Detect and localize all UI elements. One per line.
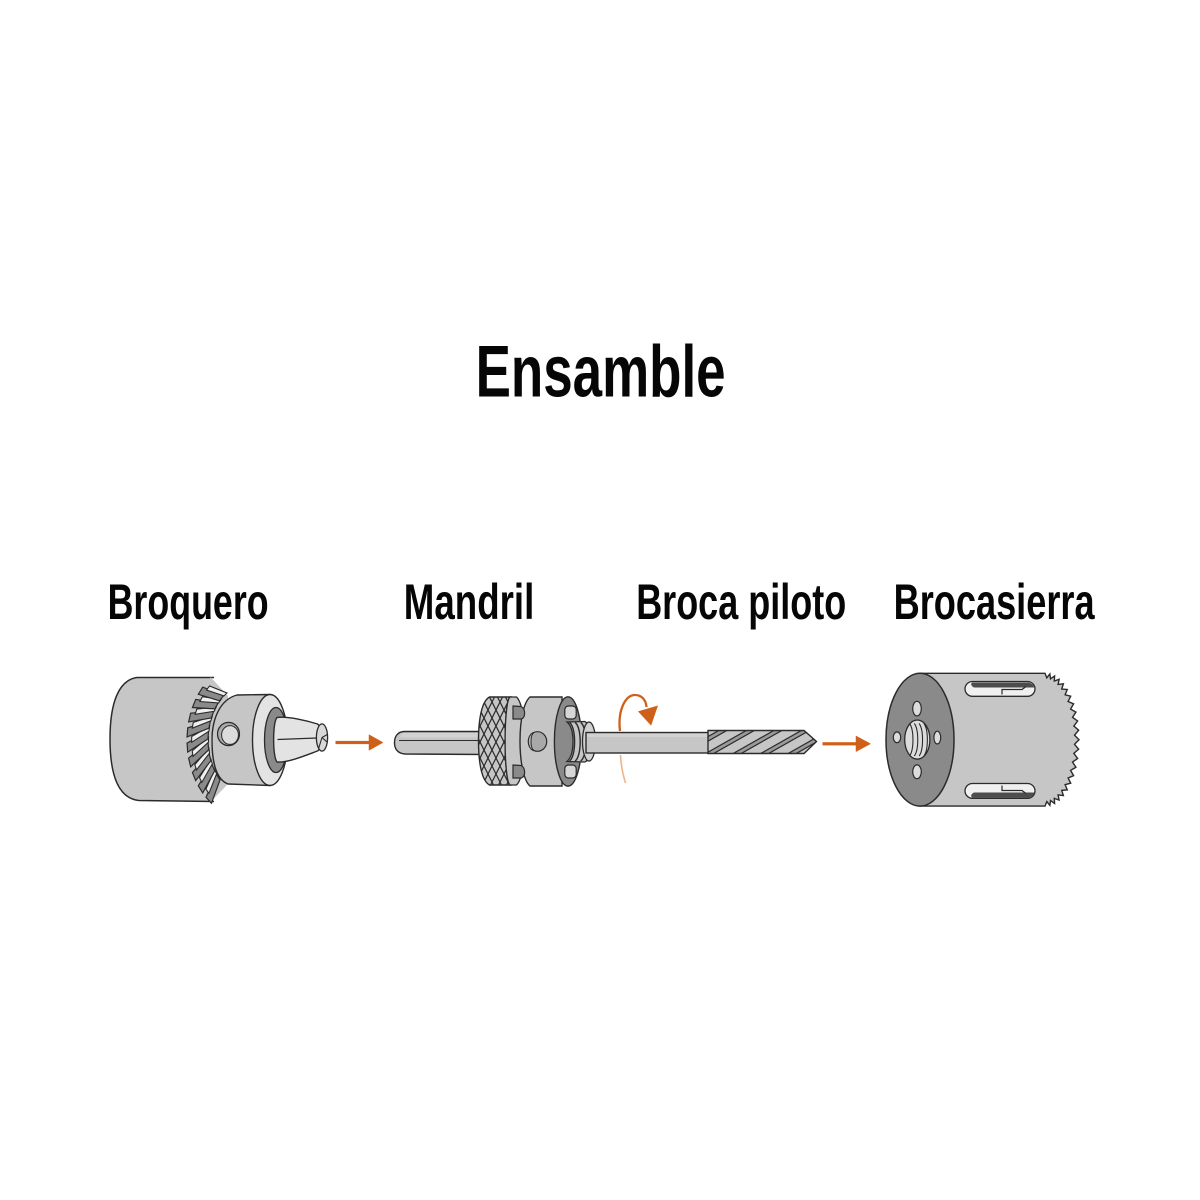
svg-text:Ensamble: Ensamble: [476, 331, 726, 413]
svg-text:Mandril: Mandril: [404, 574, 535, 630]
svg-text:Brocasierra: Brocasierra: [894, 574, 1096, 630]
svg-text:Broquero: Broquero: [108, 574, 269, 630]
svg-text:Broca piloto: Broca piloto: [636, 574, 846, 630]
